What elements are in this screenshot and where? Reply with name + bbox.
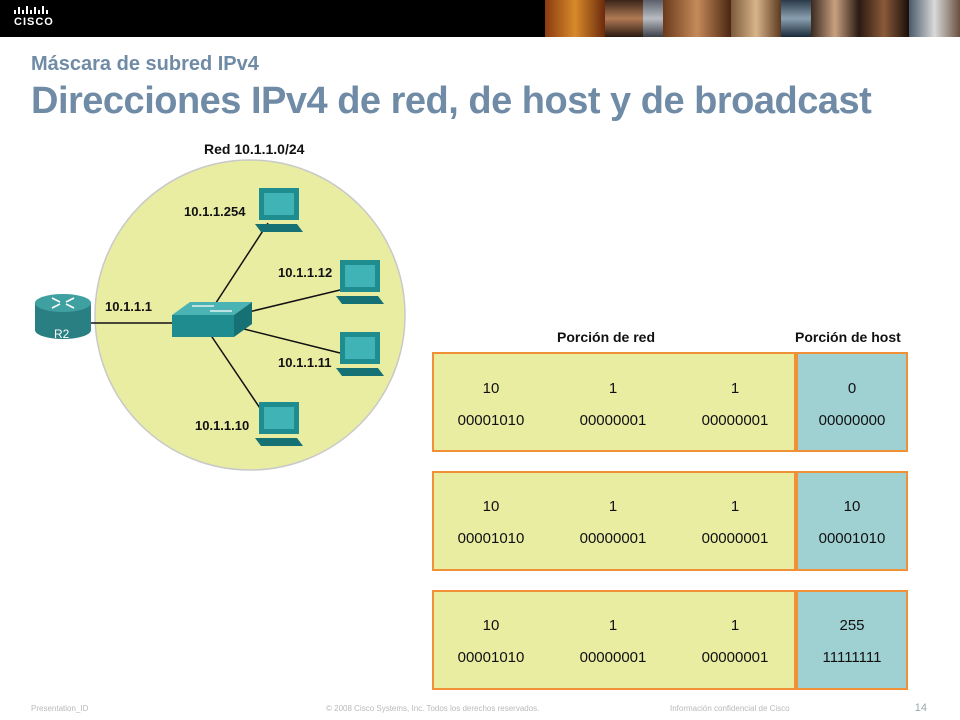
banner-photo	[605, 0, 643, 37]
banner-photo	[663, 0, 731, 37]
router-ip: 10.1.1.1	[105, 299, 152, 314]
footer-confidential: Información confidencial de Cisco	[670, 704, 790, 713]
pc-icon	[336, 332, 384, 376]
host-ip: 10.1.1.12	[278, 265, 333, 280]
decimal-octet: 10	[482, 617, 500, 634]
footer-copyright: © 2008 Cisco Systems, Inc. Todos los der…	[326, 704, 540, 713]
banner-photo	[811, 0, 859, 37]
page-number: 14	[914, 702, 927, 714]
binary-octet: 00001010	[818, 530, 886, 547]
host-portion-row	[796, 590, 908, 690]
decimal-octet: 10	[843, 498, 861, 515]
slide-subtitle: Máscara de subred IPv4	[31, 53, 259, 75]
decimal-octet: 1	[730, 380, 740, 397]
binary-octet: 00000001	[701, 649, 769, 666]
router-r2-icon	[35, 294, 91, 339]
binary-octet: 00001010	[457, 530, 525, 547]
banner-photo	[909, 0, 960, 37]
decimal-octet: 1	[608, 498, 618, 515]
network-portion-header: Porción de red	[557, 329, 656, 345]
network-portion-row	[432, 471, 796, 571]
binary-octet: 00000001	[579, 412, 647, 429]
network-portion-row	[432, 352, 796, 452]
router-name: R2	[54, 327, 70, 341]
decimal-octet: 0	[847, 380, 857, 397]
banner-photo	[859, 0, 909, 37]
decimal-octet: 1	[608, 380, 618, 397]
decimal-octet: 1	[730, 498, 740, 515]
binary-octet: 00001010	[457, 412, 525, 429]
binary-octet: 00000001	[579, 530, 647, 547]
network-links	[75, 222, 341, 421]
decimal-octet: 255	[839, 617, 865, 634]
binary-octet: 11111111	[822, 649, 882, 666]
cisco-logo-text: CISCO	[14, 16, 54, 28]
host-portion-header: Porción de host	[795, 329, 901, 345]
pc-icon	[336, 260, 384, 304]
banner-photo	[731, 0, 781, 37]
decimal-octet: 1	[608, 617, 618, 634]
network-label: Red 10.1.1.0/24	[204, 141, 305, 157]
top-banner: CISCO	[0, 0, 960, 37]
banner-photo	[781, 0, 811, 37]
footer-presentation-id: Presentation_ID	[31, 704, 89, 713]
pc-icon	[255, 188, 303, 232]
host-ip: 10.1.1.254	[184, 204, 246, 219]
slide-title: Direcciones IPv4 de red, de host y de br…	[31, 80, 872, 122]
host-ip: 10.1.1.10	[195, 418, 250, 433]
cisco-logo-icon	[14, 6, 48, 14]
binary-octet: 00000001	[579, 649, 647, 666]
switch-icon	[172, 302, 252, 337]
decimal-octet: 1	[730, 617, 740, 634]
binary-octet: 00000001	[701, 412, 769, 429]
banner-photo	[545, 0, 605, 37]
banner-photo	[643, 0, 663, 37]
pc-icon	[255, 402, 303, 446]
decimal-octet: 10	[482, 498, 500, 515]
network-portion-row	[432, 590, 796, 690]
binary-octet: 00000000	[818, 412, 886, 429]
host-portion-row	[796, 471, 908, 571]
binary-octet: 00001010	[457, 649, 525, 666]
host-portion-row	[796, 352, 908, 452]
binary-octet: 00000001	[701, 530, 769, 547]
decimal-octet: 10	[482, 380, 500, 397]
network-diagram	[35, 159, 406, 471]
host-ip: 10.1.1.11	[278, 355, 332, 370]
